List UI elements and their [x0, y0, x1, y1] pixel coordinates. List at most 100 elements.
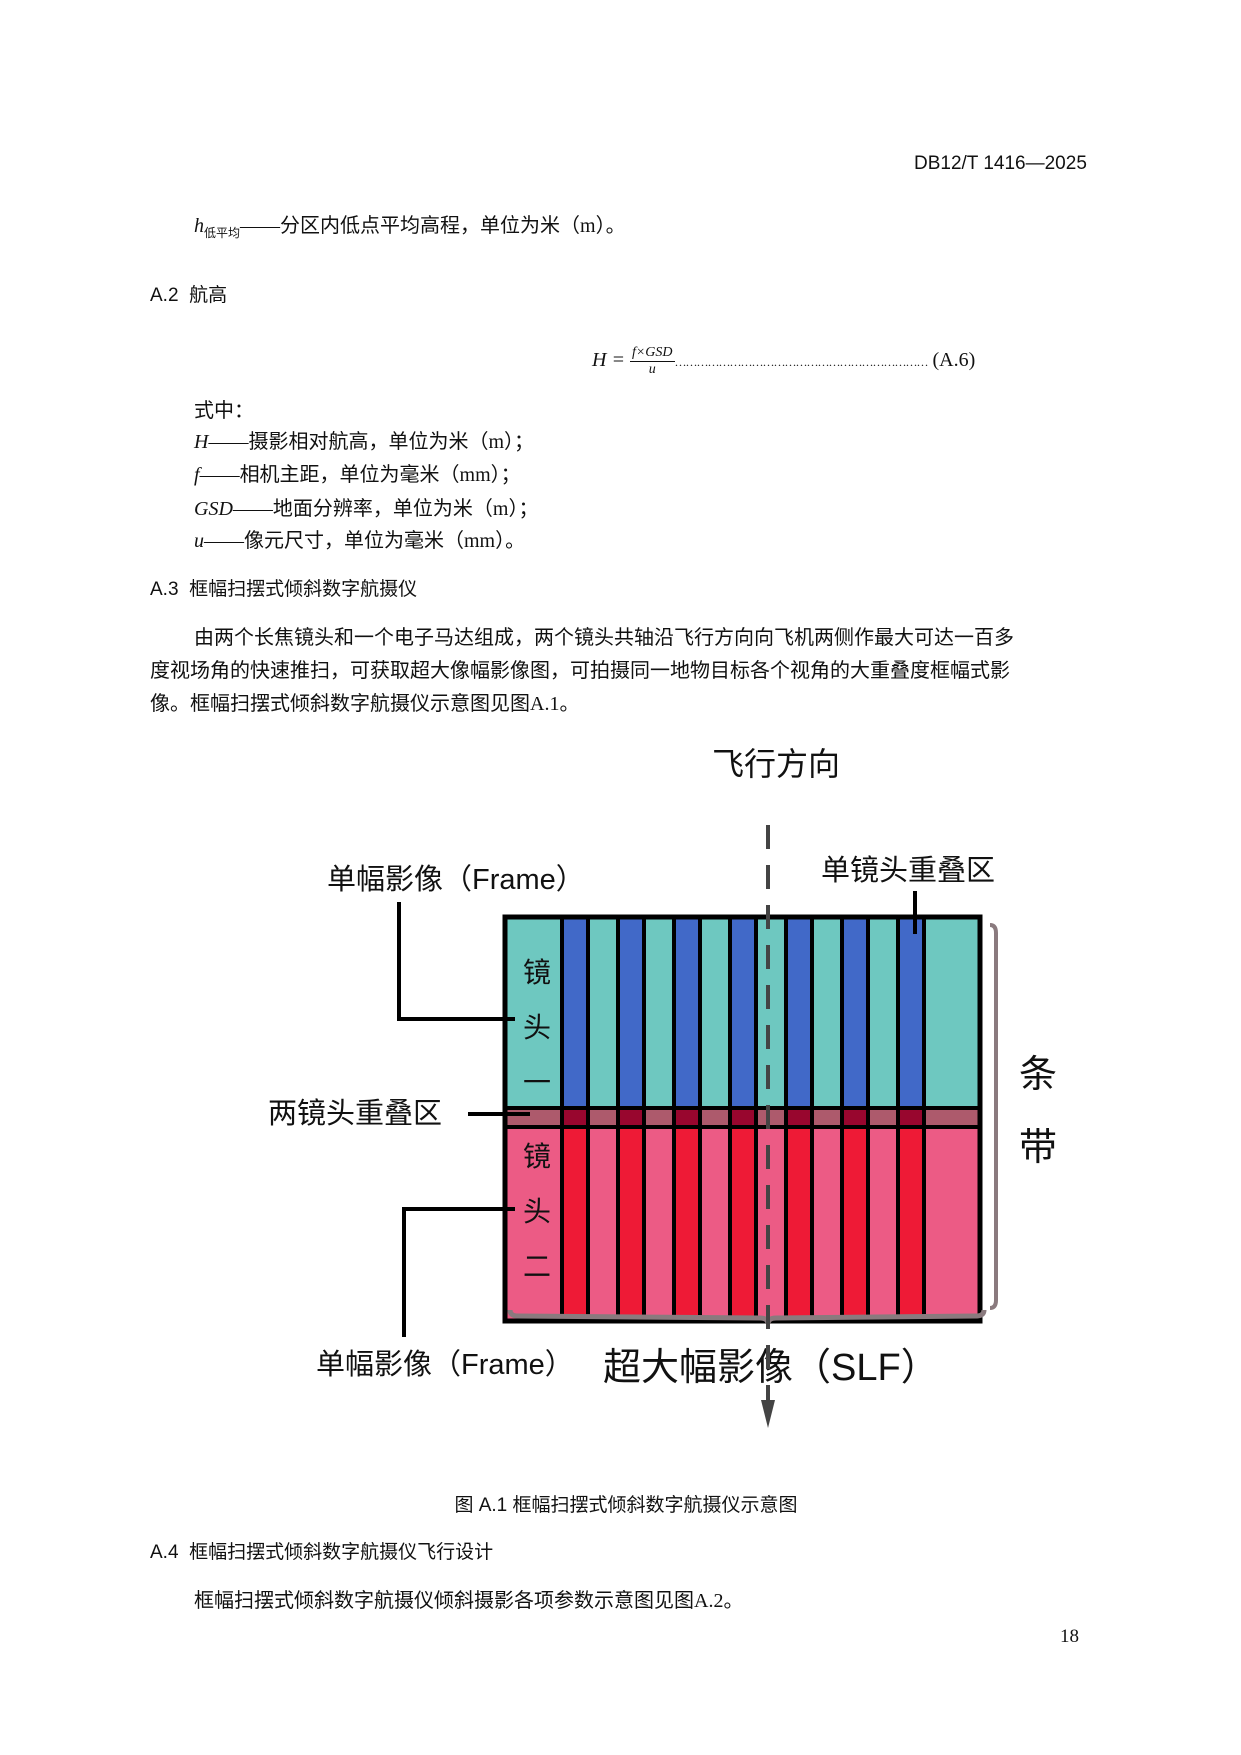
overlap-band-cell: [922, 1106, 982, 1129]
flight-direction-label: 飞行方向: [712, 746, 840, 782]
paragraph-line: 度视场角的快速推扫，可获取超大像幅影像图，可拍摄同一地物目标各个视角的大重叠度框…: [150, 660, 1010, 682]
lens1-frame-cell: [810, 915, 844, 1110]
section-a2-heading: A.2 航高: [150, 284, 227, 308]
lens1-frame-cell: [922, 915, 982, 1110]
lens2-frame-cell: [616, 1125, 646, 1323]
lens2-frame-cell: [560, 1125, 590, 1323]
strip-char: 条: [1019, 1054, 1057, 1096]
symbol: h: [194, 215, 204, 237]
grid-border: [502, 914, 983, 1324]
numerator: f×GSD: [629, 344, 675, 362]
definition-text: ——像元尺寸，单位为毫米（mm）。: [204, 530, 526, 552]
lens2-char: 镜: [523, 1141, 551, 1172]
lens1-frame-cell: [642, 915, 676, 1110]
formula-lhs: H =: [592, 349, 625, 371]
lens2-frame-cell: [642, 1125, 676, 1323]
lens2-frame-cell: [698, 1125, 732, 1323]
dual-lens-overlap-label: 两镜头重叠区: [268, 1097, 442, 1130]
definition-text: ——地面分辨率，单位为米（m）；: [232, 498, 539, 520]
overlap-band-cell: [672, 1106, 702, 1129]
lens2-frame-cell: [672, 1125, 702, 1323]
lens1-frame-cell: [728, 915, 758, 1110]
lens1-frame-cell: [896, 915, 926, 1110]
section-number: A.4: [150, 1542, 179, 1563]
where-label: 式中：: [194, 400, 254, 422]
denominator: u: [648, 361, 656, 377]
paragraph-a4: 框幅扫摆式倾斜数字航摄仪倾斜摄影各项参数示意图见图A.2。: [194, 1590, 744, 1612]
page-number: 18: [1060, 1626, 1079, 1647]
symbol: H: [194, 431, 209, 453]
section-number: A.3: [150, 579, 179, 600]
single-lens-overlap-label: 单镜头重叠区: [821, 854, 995, 887]
definition-GSD: GSD——地面分辨率，单位为米（m）；: [194, 497, 538, 521]
lens2-frame-cell: [810, 1125, 844, 1323]
strip-char: 带: [1019, 1127, 1057, 1169]
lens1-frame-cell: [616, 915, 646, 1110]
section-number: A.2: [150, 285, 179, 306]
lens2-frame-cell: [754, 1125, 788, 1323]
definition-f: f——相机主距，单位为毫米（mm）；: [194, 463, 521, 487]
overlap-band-cell: [698, 1106, 732, 1129]
image-strip-grid: [503, 915, 982, 1323]
lens1-frame-cell: [840, 915, 870, 1110]
frame-bottom-leader: [402, 1207, 515, 1337]
lens1-frame-cell: [784, 915, 814, 1110]
figure-caption: 图 A.1 框幅扫摆式倾斜数字航摄仪示意图: [454, 1495, 798, 1516]
definition-h-low: h低平均——分区内低点平均高程，单位为米（m）。: [194, 214, 626, 245]
overlap-band-cell: [810, 1106, 844, 1129]
definition-H: H——摄影相对航高，单位为米（m）；: [194, 430, 534, 454]
definition-text: ——相机主距，单位为毫米（mm）；: [199, 464, 521, 486]
formula-label: (A.6): [932, 349, 976, 371]
overlap-band-cell: [784, 1106, 814, 1129]
overlap-band-cell: [840, 1106, 870, 1129]
lens1-frame-cell: [560, 915, 590, 1110]
frame-top-leader: [397, 902, 515, 1021]
symbol: GSD: [194, 498, 233, 520]
lens2-frame-cell: [866, 1125, 900, 1323]
overlap-band-cell: [503, 1106, 564, 1129]
overlap-band-cell: [728, 1106, 758, 1129]
lens1-frame-cell: [698, 915, 732, 1110]
strip-brace: [989, 923, 998, 1310]
overlap-band-cell: [616, 1106, 646, 1129]
lens1-frame-cell: [586, 915, 620, 1110]
section-title: 框幅扫摆式倾斜数字航摄仪: [189, 579, 418, 600]
lens2-char: 头: [523, 1196, 551, 1227]
overlap-band-cell: [642, 1106, 676, 1129]
definition-u: u——像元尺寸，单位为毫米（mm）。: [194, 529, 525, 553]
paragraph-line: 由两个长焦镜头和一个电子马达组成，两个镜头共轴沿飞行方向向飞机两侧作最大可达一百…: [194, 627, 1014, 649]
lens1-char: 一: [523, 1067, 551, 1098]
lens1-frame-cell: [754, 915, 788, 1110]
frame-bottom-label: 单幅影像（Frame）: [316, 1348, 574, 1381]
lens1-frame-cell: [672, 915, 702, 1110]
lens2-frame-cell: [728, 1125, 758, 1323]
section-title: 航高: [189, 285, 228, 306]
section-a3-heading: A.3 框幅扫摆式倾斜数字航摄仪: [150, 578, 417, 602]
lens2-frame-cell: [586, 1125, 620, 1323]
lens1-frame-cell: [866, 915, 900, 1110]
symbol: f: [194, 464, 200, 486]
lens2-frame-cell: [896, 1125, 926, 1323]
overlap-band-cell: [896, 1106, 926, 1129]
lens2-frame-cell: [784, 1125, 814, 1323]
arrow-down-icon: [761, 1400, 775, 1428]
lens2-frame-cell: [840, 1125, 870, 1323]
overlap-band-cell: [586, 1106, 620, 1129]
section-title: 框幅扫摆式倾斜数字航摄仪飞行设计: [189, 1542, 494, 1563]
lens1-char: 头: [523, 1012, 551, 1043]
symbol: u: [194, 530, 204, 552]
definition-text: ——摄影相对航高，单位为米（m）；: [208, 431, 535, 453]
overlap-band-cell: [560, 1106, 590, 1129]
leader-dots: ……………………………………………………………: [674, 355, 929, 369]
overlap-band-cell: [866, 1106, 900, 1129]
slf-label: 超大幅影像（SLF）: [603, 1347, 939, 1389]
section-a4-heading: A.4 框幅扫摆式倾斜数字航摄仪飞行设计: [150, 1541, 493, 1565]
paragraph-line: 像。框幅扫摆式倾斜数字航摄仪示意图见图A.1。: [150, 693, 580, 715]
definition-text: ——分区内低点平均高程，单位为米（m）。: [240, 215, 626, 237]
lens2-char: 二: [523, 1251, 551, 1282]
lens1-char: 镜: [523, 957, 551, 988]
frame-top-label: 单幅影像（Frame）: [327, 863, 585, 896]
